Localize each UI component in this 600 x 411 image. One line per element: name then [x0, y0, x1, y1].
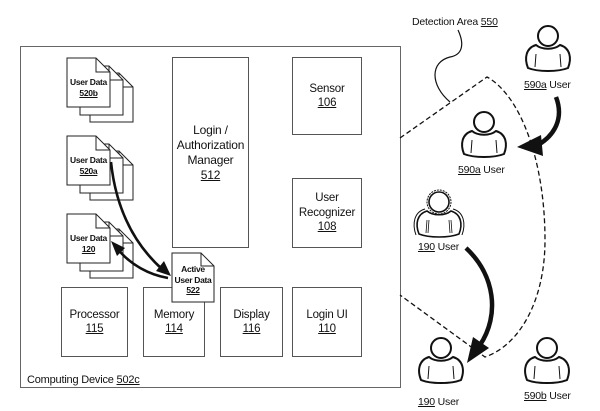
detection-area-ref: 550: [480, 16, 498, 28]
memory-label: Memory: [153, 308, 195, 321]
user-590a-inside-icon: [461, 111, 507, 158]
login-manager-line-2: Authorization: [176, 137, 245, 152]
computing-device-ref: 502c: [116, 374, 140, 386]
user-data-120-label: User Data 120: [67, 233, 110, 254]
user-190-top-icon: [413, 189, 465, 238]
detection-area-leader: [434, 29, 463, 103]
user-590a-inside-label: 590a User: [458, 164, 505, 176]
user-590a-outside-label: 590a User: [524, 79, 571, 91]
user-590b-icon: [524, 337, 570, 384]
login-ui-box: Login UI 110: [292, 287, 362, 357]
user-recognizer-ref: 108: [317, 221, 337, 234]
memory-box: Memory 114: [143, 287, 205, 357]
user-recognizer-line-2: Recognizer: [298, 206, 356, 219]
login-manager-ref: 512: [200, 167, 221, 182]
login-manager-line-3: Manager: [187, 152, 234, 167]
arrowhead-to-120: [111, 241, 125, 256]
user-590b-ref: 590b: [524, 390, 547, 402]
active-user-data-line-1: Active: [181, 264, 205, 274]
user-recognizer-line-1: User: [315, 192, 339, 205]
sensor-ref: 106: [317, 97, 337, 109]
user-190-top-label: 190 User: [418, 241, 459, 253]
display-label: Display: [233, 308, 270, 321]
user-data-520b-text: User Data: [70, 77, 107, 87]
detection-area-text: Detection Area: [412, 16, 481, 28]
active-user-data-document: [171, 252, 215, 303]
active-user-data-line-2: User Data: [174, 274, 212, 285]
user-190-top-text: User: [434, 241, 460, 253]
active-user-data-label: Active User Data 522: [172, 264, 214, 296]
user-data-120-ref: 120: [81, 243, 96, 254]
user-data-520a-text: User Data: [70, 155, 107, 165]
detection-area-label: Detection Area 550: [412, 16, 498, 28]
user-590a-outside-icon: [525, 25, 571, 72]
computing-device-text: Computing Device: [27, 374, 117, 386]
user-190-bottom-label: 190 User: [418, 396, 459, 408]
display-ref: 116: [242, 323, 261, 335]
arrowhead-590a: [517, 135, 543, 156]
user-590a-inside-text: User: [480, 164, 505, 176]
user-590a-inside-ref: 590a: [458, 164, 481, 176]
processor-label: Processor: [69, 308, 120, 321]
user-data-520b-label: User Data 520b: [67, 77, 110, 98]
user-590b-label: 590b User: [524, 390, 571, 402]
login-authorization-manager-box: Login / Authorization Manager 512: [172, 57, 249, 248]
memory-ref: 114: [165, 323, 183, 335]
arrowhead-190: [467, 337, 489, 363]
computing-device-label: Computing Device 502c: [27, 374, 140, 386]
login-manager-line-1: Login /: [193, 122, 228, 137]
detection-area-boundary: [399, 76, 546, 358]
user-data-520a-label: User Data 520a: [67, 155, 110, 176]
processor-box: Processor 115: [61, 287, 128, 357]
user-data-520a-ref: 520a: [79, 165, 98, 176]
arrow-520a-to-active: [109, 161, 164, 271]
user-data-120-text: User Data: [70, 233, 107, 243]
user-190-bottom-ref: 190: [418, 396, 435, 408]
user-recognizer-box: User Recognizer 108: [292, 178, 362, 248]
user-190-top-ref: 190: [418, 241, 435, 253]
user-590b-text: User: [546, 390, 571, 402]
user-190-bottom-icon: [418, 337, 464, 384]
user-data-520b-ref: 520b: [79, 87, 98, 98]
user-190-bottom-text: User: [434, 396, 460, 408]
arrowhead-to-active: [156, 261, 171, 276]
processor-ref: 115: [85, 323, 104, 335]
user-590a-outside-text: User: [546, 79, 571, 91]
arrow-590a-entering: [536, 96, 562, 147]
computing-device-container: [20, 46, 401, 388]
sensor-label: Sensor: [309, 82, 345, 95]
user-590a-outside-ref: 590a: [524, 79, 547, 91]
display-box: Display 116: [220, 287, 283, 357]
login-ui-ref: 110: [318, 323, 336, 335]
login-ui-label: Login UI: [306, 308, 348, 321]
sensor-box: Sensor 106: [292, 57, 362, 135]
arrow-190-leaving: [464, 246, 495, 347]
active-user-data-ref: 522: [186, 285, 200, 296]
